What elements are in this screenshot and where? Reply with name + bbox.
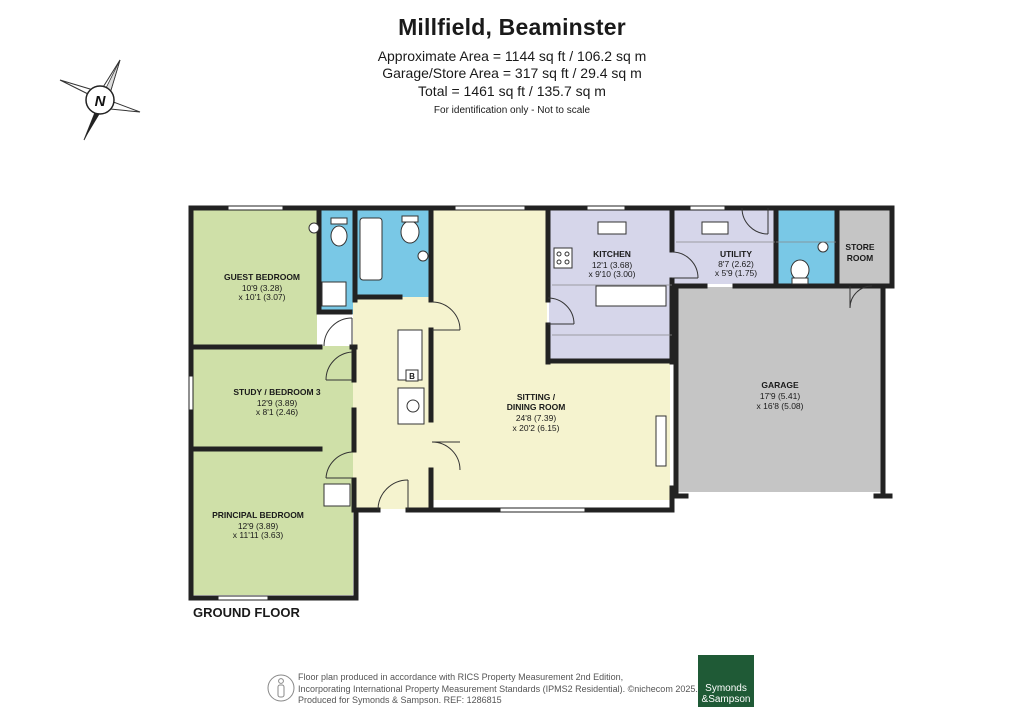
sitting-room-label-2: DINING ROOM — [507, 402, 566, 412]
compass-letter: N — [95, 93, 107, 110]
study-dim1: 12'9 (3.89) — [257, 398, 298, 408]
garage-dim2: x 16'8 (5.08) — [757, 401, 804, 411]
identification-note: For identification only - Not to scale — [433, 105, 591, 116]
garage-area — [677, 287, 883, 492]
boiler-label: B — [409, 372, 415, 381]
garage-label: GARAGE — [761, 380, 799, 390]
principal-bedroom-dim1: 12'9 (3.89) — [238, 521, 279, 531]
total-area-text: Total = 1461 sq ft / 135.7 sq m — [418, 83, 606, 99]
door-swings — [323, 207, 873, 511]
footer-line-1: Floor plan produced in accordance with R… — [298, 672, 624, 682]
compass-icon: N — [59, 59, 141, 141]
store-room-label-1: STORE — [845, 242, 874, 252]
windows — [188, 205, 726, 601]
kitchen-counters — [552, 241, 836, 336]
kitchen-label: KITCHEN — [593, 249, 631, 259]
store-room-area — [837, 209, 891, 284]
logo-line-2: &Sampson — [701, 694, 751, 705]
floor-label: GROUND FLOOR — [193, 605, 300, 620]
garage-dim1: 17'9 (5.41) — [760, 391, 801, 401]
kitchen-dim2: x 9'10 (3.00) — [589, 269, 636, 279]
garage-area-text: Garage/Store Area = 317 sq ft / 29.4 sq … — [382, 65, 642, 81]
guest-bedroom-label: GUEST BEDROOM — [224, 272, 300, 282]
accessibility-icon — [267, 674, 295, 702]
footer-notes: Floor plan produced in accordance with R… — [298, 672, 703, 707]
study-dim2: x 8'1 (2.46) — [256, 407, 298, 417]
sitting-room-dim2: x 20'2 (6.15) — [513, 423, 560, 433]
guest-bedroom-dim2: x 10'1 (3.07) — [239, 292, 286, 302]
study-area — [193, 346, 353, 449]
guest-bedroom-dim1: 10'9 (3.28) — [242, 283, 283, 293]
footer-line-3: Produced for Symonds & Sampson. REF: 128… — [298, 695, 502, 705]
sitting-room-dim1: 24'8 (7.39) — [516, 413, 557, 423]
utility-dim2: x 5'9 (1.75) — [715, 268, 757, 278]
guest-bedroom-area — [193, 209, 317, 346]
kitchen-dim1: 12'1 (3.68) — [592, 260, 633, 270]
principal-bedroom-label: PRINCIPAL BEDROOM — [212, 510, 304, 520]
walls — [188, 205, 895, 601]
study-label: STUDY / BEDROOM 3 — [233, 387, 320, 397]
logo-line-1: Symonds — [705, 683, 747, 694]
principal-bedroom-dim2: x 11'11 (3.63) — [233, 530, 284, 540]
fixtures — [308, 215, 829, 507]
store-room-label-2: ROOM — [847, 253, 873, 263]
approx-area-text: Approximate Area = 1144 sq ft / 106.2 sq… — [377, 48, 647, 64]
sitting-room-label-1: SITTING / — [517, 392, 556, 402]
utility-dim1: 8'7 (2.62) — [718, 259, 754, 269]
footer-line-2: Incorporating International Property Mea… — [298, 683, 698, 694]
utility-label: UTILITY — [720, 249, 752, 259]
agency-logo: Symonds &Sampson — [698, 655, 754, 707]
plan-title: Millfield, Beaminster — [398, 14, 626, 40]
